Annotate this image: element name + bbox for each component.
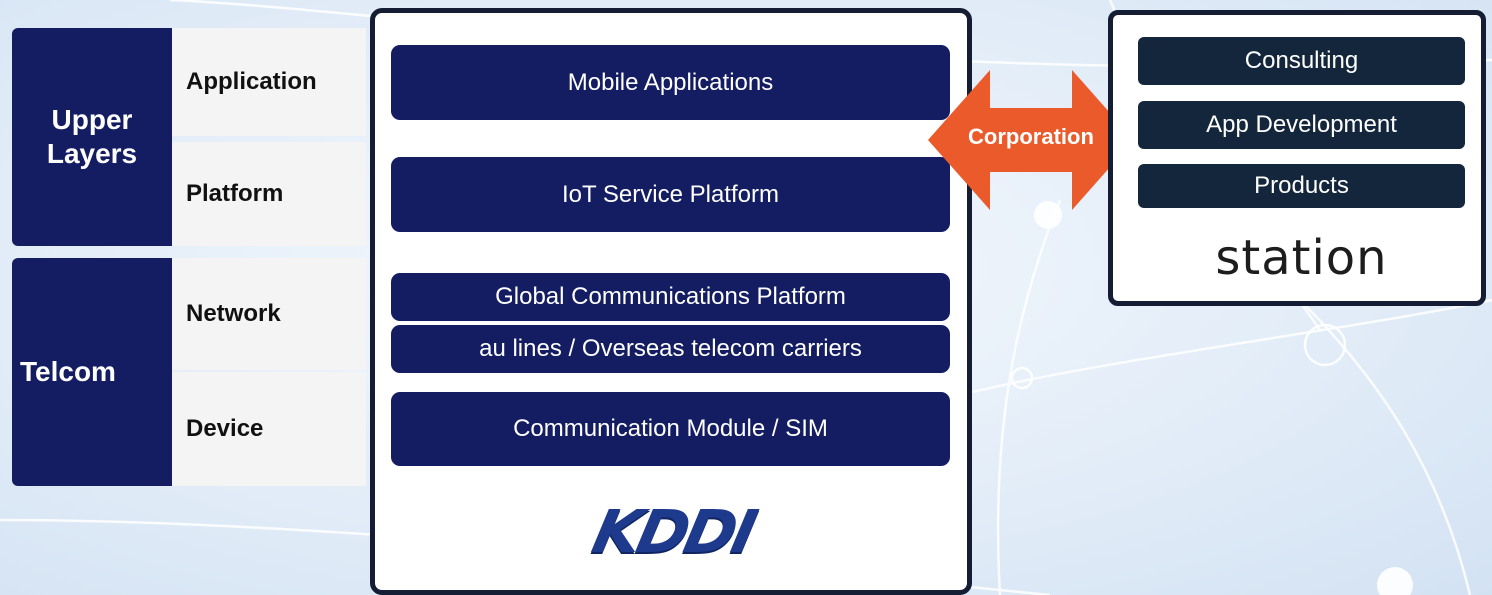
station-logo: station: [1215, 230, 1388, 286]
group-telcom: Telcom: [12, 258, 172, 486]
group-telcom-label: Telcom: [20, 356, 116, 387]
group-upper-layers-label: Upper Layers: [46, 104, 138, 169]
service-mobile-applications-label: Mobile Applications: [567, 68, 774, 96]
group-upper-layers: Upper Layers: [12, 28, 172, 246]
service-communication-module: Communication Module / SIM: [391, 392, 950, 466]
row-application-label: Application: [186, 68, 317, 95]
row-network: Network: [172, 258, 366, 370]
kddi-logo-text: KDDI: [586, 496, 760, 566]
service-mobile-applications: Mobile Applications: [391, 45, 950, 120]
service-global-communications-platform-label: Global Communications Platform: [495, 283, 846, 310]
station-item-consulting: Consulting: [1138, 37, 1465, 85]
service-au-lines-label: au lines / Overseas telecom carriers: [479, 335, 862, 362]
corporation-double-arrow: [928, 70, 1134, 210]
corporation-label: Corporation: [968, 124, 1094, 149]
service-communication-module-label: Communication Module / SIM: [513, 415, 828, 442]
service-iot-platform: IoT Service Platform: [391, 157, 950, 232]
kddi-logo: KDDI: [578, 496, 768, 566]
row-device-label: Device: [186, 415, 264, 442]
station-item-app-development-label: App Development: [1206, 111, 1397, 138]
row-platform-label: Platform: [186, 180, 284, 207]
station-item-consulting-label: Consulting: [1244, 47, 1359, 74]
row-device: Device: [172, 372, 366, 486]
row-network-label: Network: [186, 300, 281, 327]
service-iot-platform-label: IoT Service Platform: [562, 180, 779, 208]
service-au-lines: au lines / Overseas telecom carriers: [391, 325, 950, 373]
station-item-products-label: Products: [1254, 172, 1349, 199]
row-platform: Platform: [172, 142, 366, 246]
station-item-products: Products: [1138, 164, 1465, 208]
service-global-communications-platform: Global Communications Platform: [391, 273, 950, 321]
station-item-app-development: App Development: [1138, 101, 1465, 149]
row-application: Application: [172, 28, 366, 136]
